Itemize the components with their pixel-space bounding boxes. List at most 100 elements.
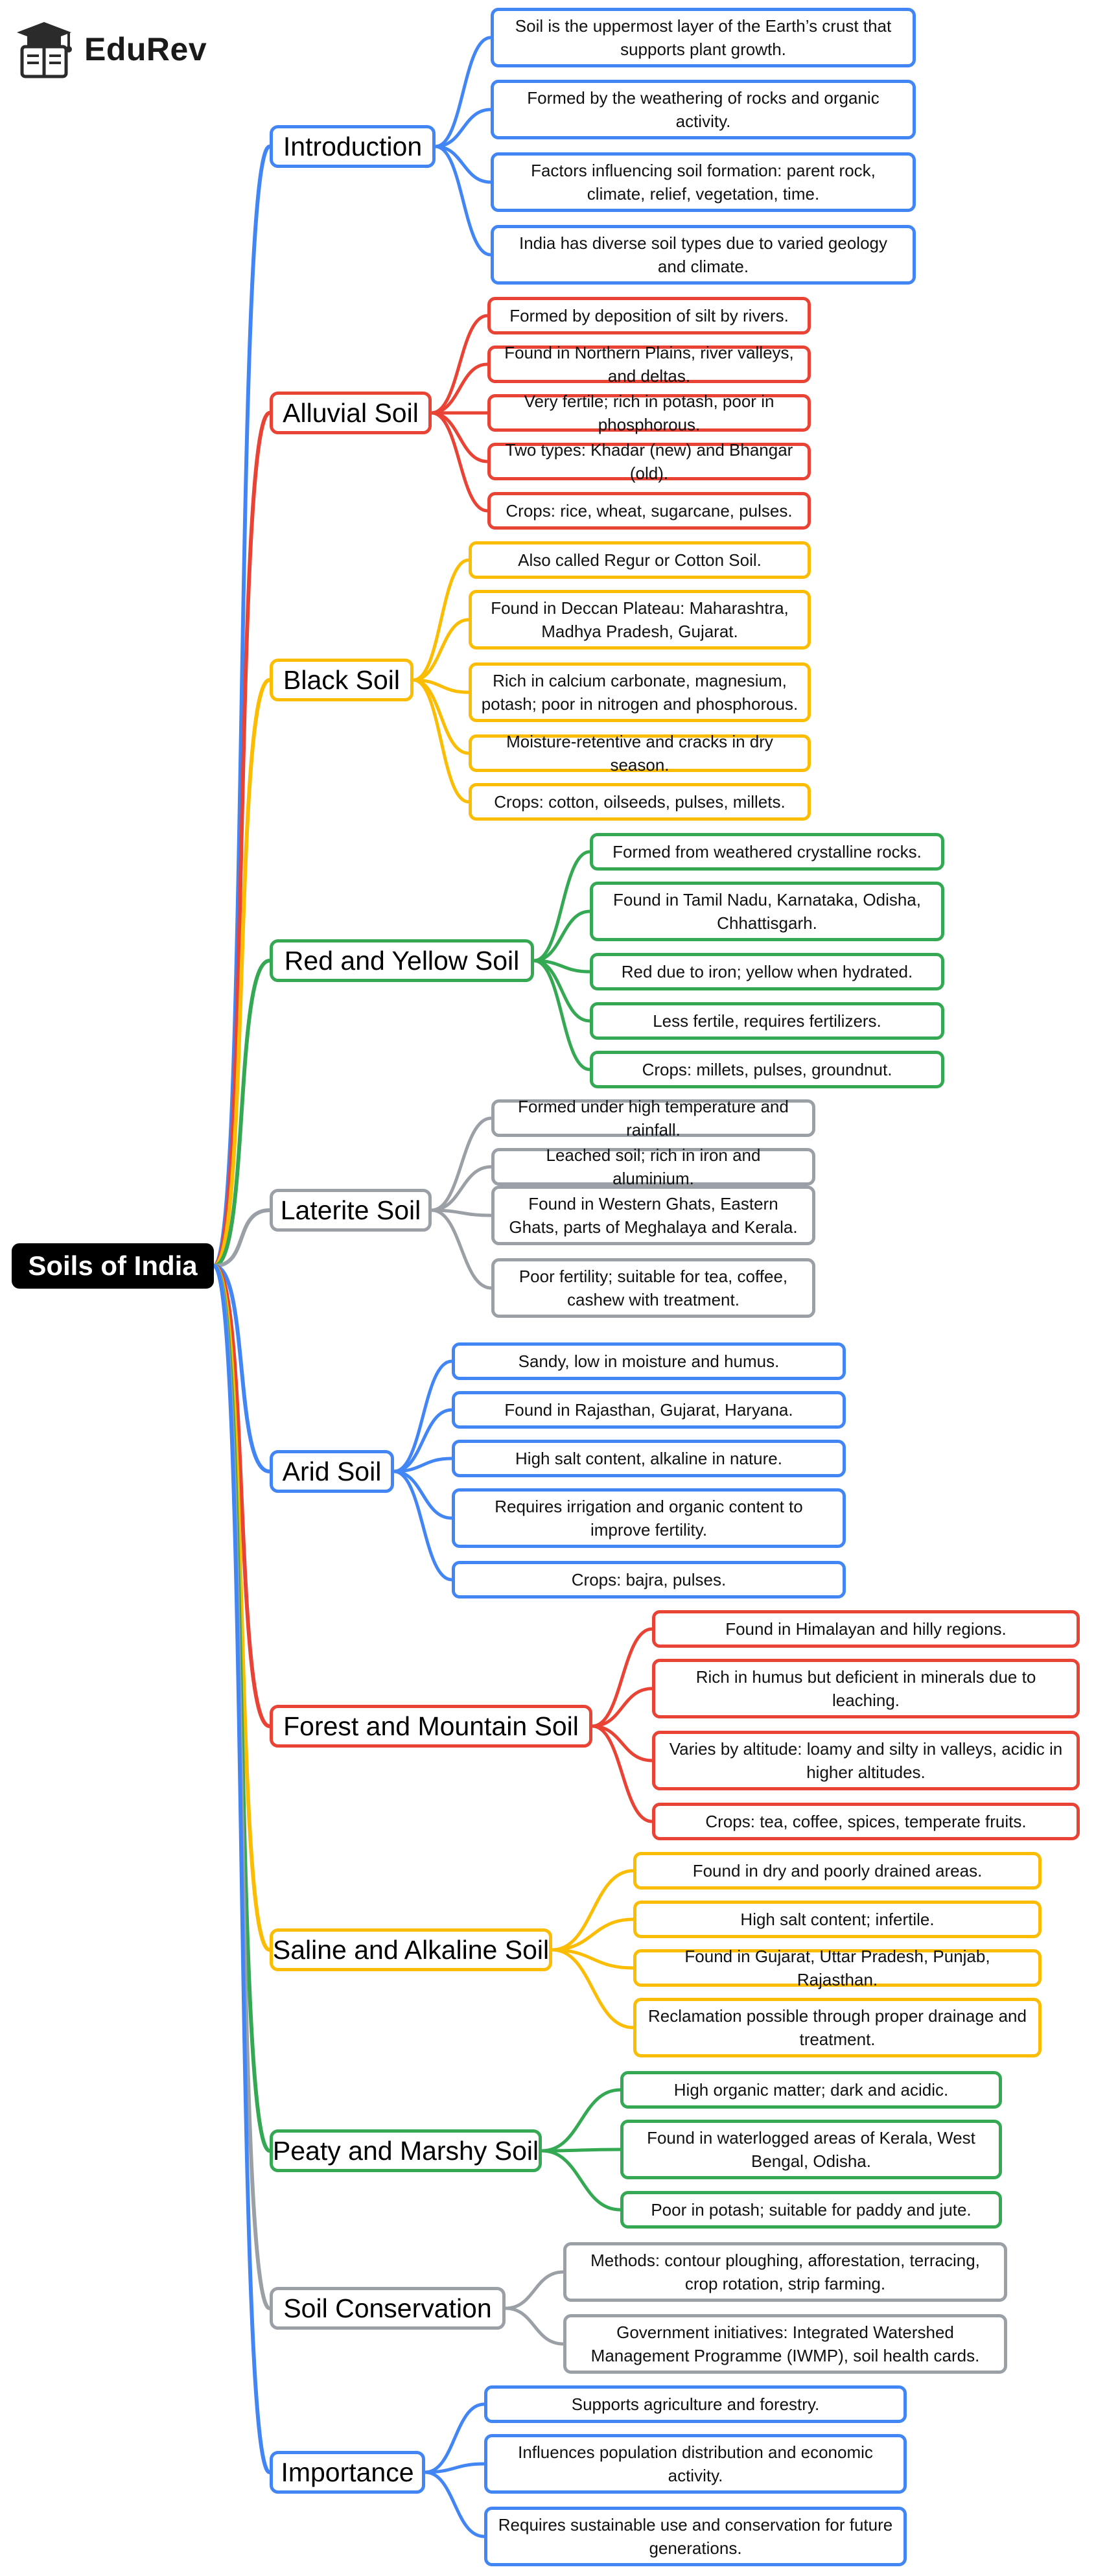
leaf-connector — [392, 1469, 454, 1582]
leaf-node: High salt content; infertile. — [633, 1901, 1042, 1938]
topic-connector — [212, 959, 272, 1268]
leaf-node: Poor fertility; suitable for tea, coffee… — [491, 1258, 815, 1318]
leaf-connector — [423, 2470, 486, 2538]
leaf-node: Rich in calcium carbonate, magnesium, po… — [469, 662, 811, 722]
leaf-node: Varies by altitude: loamy and silty in v… — [652, 1731, 1080, 1790]
topic-connector — [212, 1264, 272, 1473]
leaf-node: Government initiatives: Integrated Water… — [563, 2314, 1007, 2374]
leaf-node: Crops: millets, pulses, groundnut. — [590, 1051, 944, 1088]
leaf-node: Formed under high temperature and rainfa… — [491, 1097, 815, 1140]
leaf-connector — [434, 36, 493, 148]
leaf-connector — [550, 1869, 635, 1952]
leaf-connector — [434, 108, 493, 148]
leaf-node: Crops: cotton, oilseeds, pulses, millets… — [469, 783, 811, 821]
topic-node: Introduction — [270, 125, 436, 168]
leaf-node: Found in Western Ghats, Eastern Ghats, p… — [491, 1186, 815, 1245]
topic-connector — [212, 678, 272, 1268]
leaf-connector — [430, 362, 489, 415]
leaf-connector — [430, 411, 489, 463]
leaf-connector — [504, 2270, 565, 2310]
leaf-node: Also called Regur or Cotton Soil. — [469, 541, 811, 579]
leaf-node: Found in dry and poorly drained areas. — [633, 1852, 1042, 1890]
leaf-node: Red due to iron; yellow when hydrated. — [590, 953, 944, 990]
leaf-connector — [430, 1208, 493, 1217]
leaf-node: Found in Northern Plains, river valleys,… — [487, 343, 811, 386]
leaf-node: Crops: tea, coffee, spices, temperate fr… — [652, 1803, 1080, 1840]
topic-node: Peaty and Marshy Soil — [270, 2129, 542, 2172]
leaf-node: Leached soil; rich in iron and aluminium… — [491, 1145, 815, 1188]
leaf-connector — [412, 558, 471, 682]
leaf-node: Found in Rajasthan, Gujarat, Haryana. — [452, 1391, 846, 1429]
leaf-connector — [590, 1724, 654, 1823]
brand-name: EduRev — [84, 31, 207, 67]
leaf-node: Sandy, low in moisture and humus. — [452, 1342, 846, 1380]
topic-node: Red and Yellow Soil — [270, 939, 534, 982]
leaf-node: Formed from weathered crystalline rocks. — [590, 833, 944, 871]
leaf-node: India has diverse soil types due to vari… — [491, 225, 916, 285]
leaf-connector — [550, 1948, 635, 2030]
leaf-node: Formed by the weathering of rocks and or… — [491, 80, 916, 139]
topic-node: Forest and Mountain Soil — [270, 1705, 592, 1748]
leaf-connector — [532, 959, 592, 1071]
leaf-node: High organic matter; dark and acidic. — [620, 2071, 1002, 2109]
leaf-connector — [430, 314, 489, 415]
leaf-node: Poor in potash; suitable for paddy and j… — [620, 2191, 1002, 2229]
leaf-connector — [590, 1687, 654, 1728]
leaf-node: Moisture-retentive and cracks in dry sea… — [469, 732, 811, 775]
leaf-connector — [430, 411, 489, 513]
leaf-node: Found in Himalayan and hilly regions. — [652, 1610, 1080, 1648]
edurev-logo: EduRev — [14, 18, 207, 80]
leaf-connector — [392, 1408, 454, 1473]
leaf-connector — [540, 2149, 622, 2212]
leaf-node: Found in waterlogged areas of Kerala, We… — [620, 2120, 1002, 2179]
leaf-connector — [430, 1208, 493, 1290]
leaf-node: Supports agriculture and forestry. — [484, 2385, 907, 2423]
leaf-connector — [550, 1917, 635, 1952]
leaf-connector — [423, 2402, 486, 2474]
topic-node: Saline and Alkaline Soil — [270, 1928, 552, 1971]
leaf-node: Found in Tamil Nadu, Karnataka, Odisha, … — [590, 882, 944, 941]
topic-connector — [212, 1264, 272, 2474]
leaf-connector — [434, 145, 493, 257]
leaf-connector — [423, 2462, 486, 2474]
leaf-connector — [532, 850, 592, 963]
leaf-node: Reclamation possible through proper drai… — [633, 1998, 1042, 2057]
leaf-node: Very fertile; rich in potash, poor in ph… — [487, 392, 811, 434]
topic-node: Soil Conservation — [270, 2287, 506, 2330]
leaf-node: Influences population distribution and e… — [484, 2434, 907, 2494]
topic-connector — [212, 1208, 272, 1268]
leaf-connector — [434, 145, 493, 184]
leaf-connector — [412, 678, 471, 804]
leaf-connector — [430, 1165, 493, 1212]
leaf-node: Formed by deposition of silt by rivers. — [487, 297, 811, 334]
leaf-node: High salt content, alkaline in nature. — [452, 1440, 846, 1477]
leaf-node: Two types: Khadar (new) and Bhangar (old… — [487, 440, 811, 483]
leaf-node: Methods: contour ploughing, afforestatio… — [563, 2242, 1007, 2302]
leaf-connector — [504, 2306, 565, 2346]
topic-node: Importance — [270, 2451, 425, 2494]
leaf-connector — [532, 909, 592, 963]
leaf-node: Rich in humus but deficient in minerals … — [652, 1659, 1080, 1718]
leaf-node: Found in Deccan Plateau: Maharashtra, Ma… — [469, 590, 811, 650]
topic-node: Alluvial Soil — [270, 392, 432, 434]
leaf-node: Less fertile, requires fertilizers. — [590, 1002, 944, 1040]
leaf-node: Crops: rice, wheat, sugarcane, pulses. — [487, 492, 811, 530]
leaf-connector — [430, 1116, 493, 1212]
topic-node: Laterite Soil — [270, 1189, 432, 1232]
leaf-connector — [392, 1359, 454, 1473]
leaf-node: Requires irrigation and organic content … — [452, 1488, 846, 1548]
leaf-connector — [412, 618, 471, 682]
leaf-node: Soil is the uppermost layer of the Earth… — [491, 8, 916, 67]
graduation-cap-book-icon — [17, 22, 72, 78]
leaf-connector — [540, 2148, 622, 2153]
leaf-connector — [550, 1948, 635, 1970]
topic-node: Black Soil — [270, 659, 414, 701]
leaf-connector — [590, 1724, 654, 1762]
topic-connector — [212, 411, 272, 1268]
leaf-connector — [392, 1457, 454, 1473]
leaf-connector — [540, 2088, 622, 2153]
leaf-node: Crops: bajra, pulses. — [452, 1561, 846, 1598]
leaf-node: Found in Gujarat, Uttar Pradesh, Punjab,… — [633, 1947, 1042, 1989]
leaf-node: Factors influencing soil formation: pare… — [491, 152, 916, 212]
